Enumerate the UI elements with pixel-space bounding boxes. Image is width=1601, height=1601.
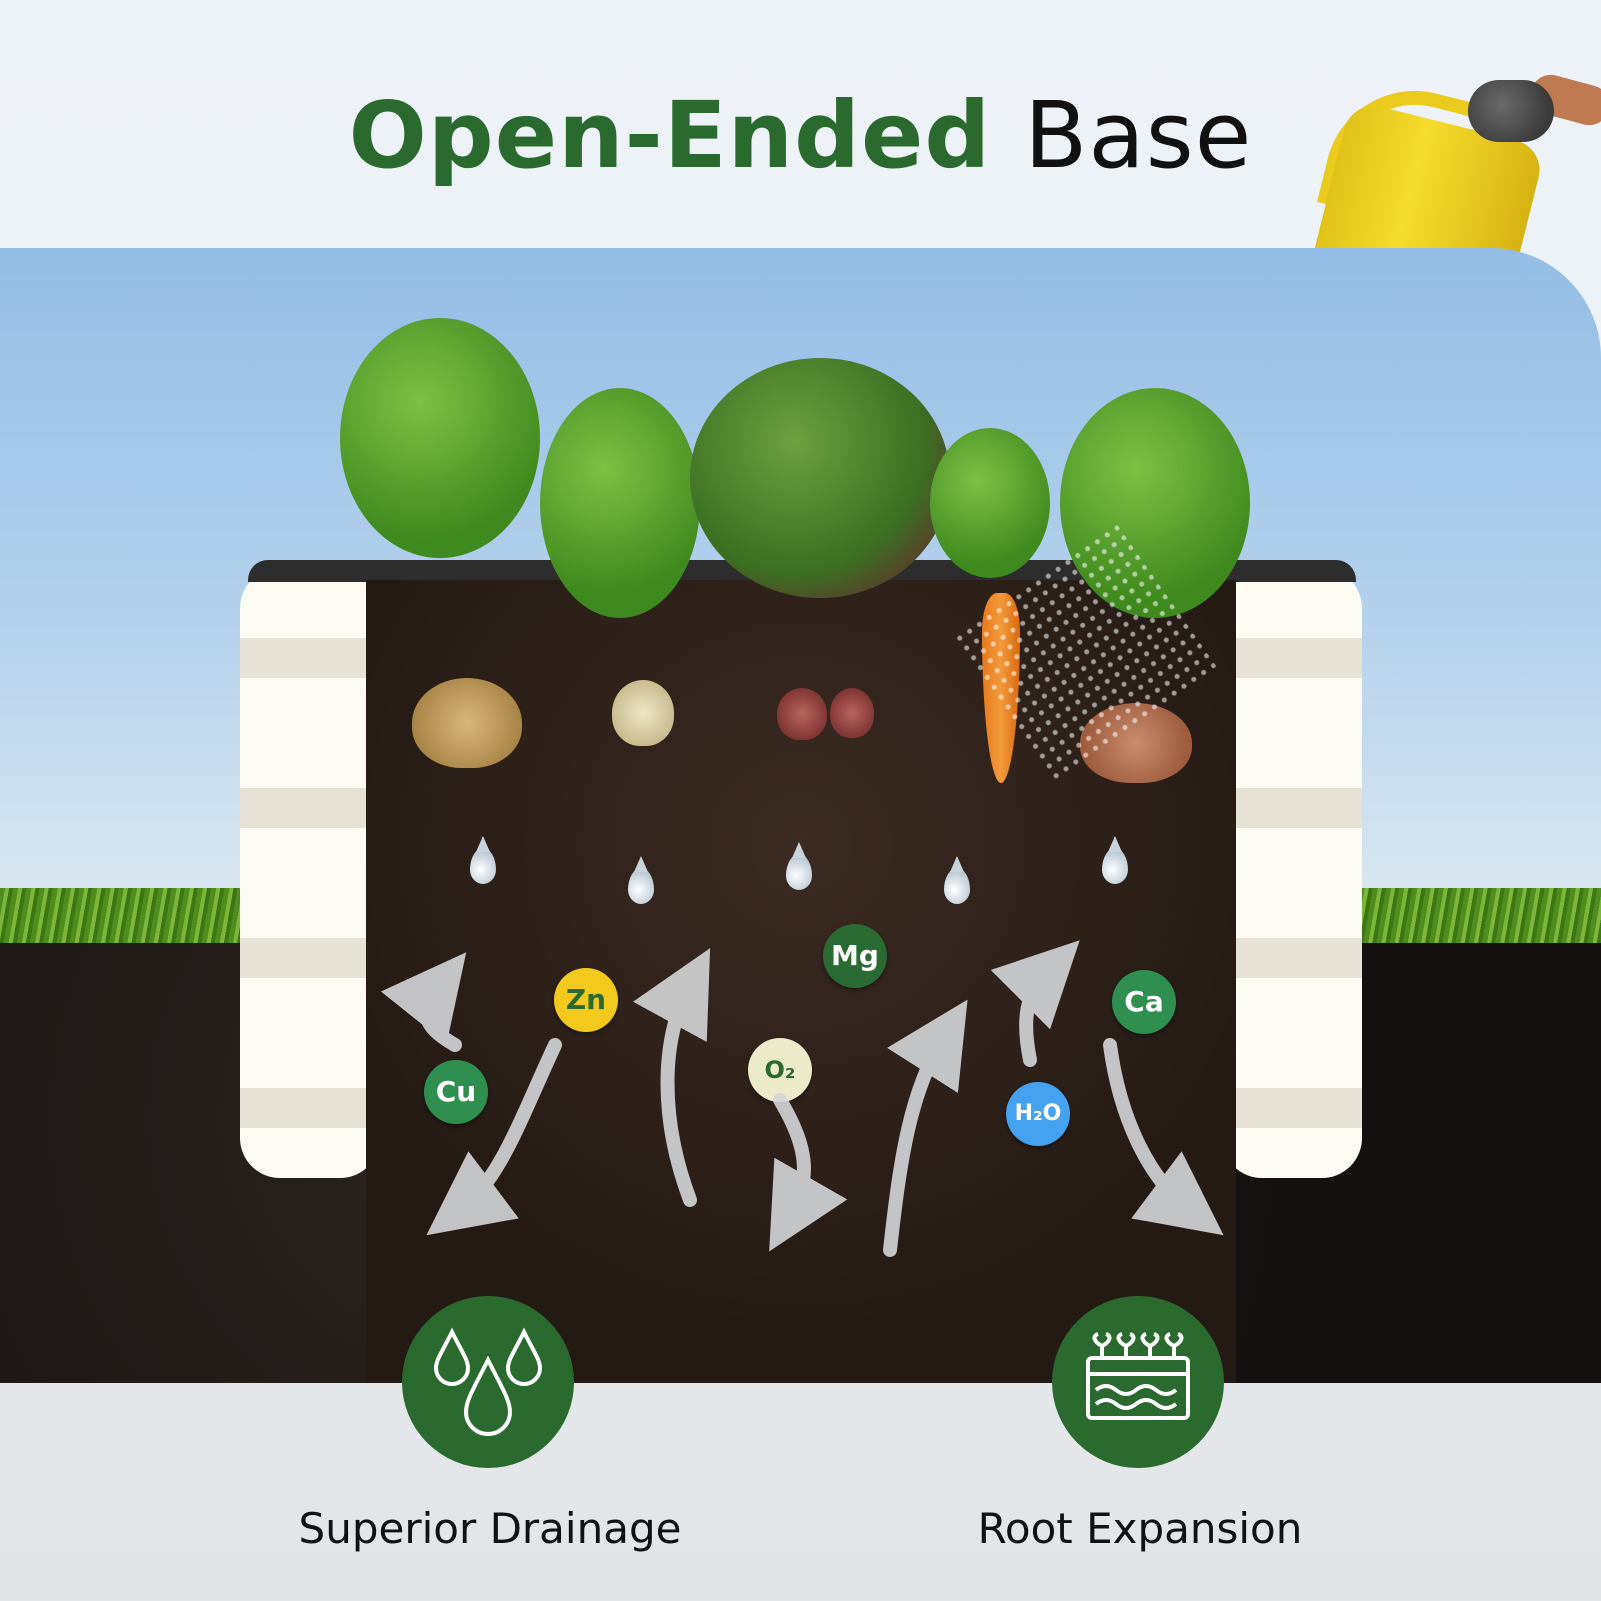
- feature-label-drainage: Superior Drainage: [298, 1504, 682, 1553]
- glove-top: [1468, 80, 1554, 142]
- seedling-bed-icon: [1086, 1332, 1190, 1420]
- root-expansion-badge: [1052, 1296, 1224, 1468]
- water-drop-icon: [470, 848, 496, 884]
- feature-label-roots: Root Expansion: [977, 1504, 1303, 1553]
- title-rest: Base: [1024, 82, 1253, 189]
- title-highlight: Open-Ended: [348, 82, 992, 189]
- water-drop-icon: [944, 868, 970, 904]
- nutrient-badge-ca: Ca: [1112, 970, 1176, 1034]
- nutrient-badge-o2: O₂: [748, 1038, 812, 1102]
- page-title: Open-Ended Base: [0, 82, 1601, 189]
- superior-drainage-badge: [402, 1296, 574, 1468]
- bed-wall-left: [240, 568, 380, 1178]
- nutrient-badge-h2o: H₂O: [1006, 1082, 1070, 1146]
- water-drop-icon: [786, 854, 812, 890]
- nutrient-badge-mg: Mg: [823, 924, 887, 988]
- water-drops-icon: [433, 1327, 543, 1436]
- garden-bed-scene: Zn Cu Mg O₂ H₂O Ca: [0, 248, 1601, 1383]
- bed-wall-right: [1222, 568, 1362, 1178]
- water-drop-icon: [1102, 848, 1128, 884]
- water-drop-icon: [628, 868, 654, 904]
- nutrient-badge-zn: Zn: [554, 968, 618, 1032]
- nutrient-badge-cu: Cu: [424, 1060, 488, 1124]
